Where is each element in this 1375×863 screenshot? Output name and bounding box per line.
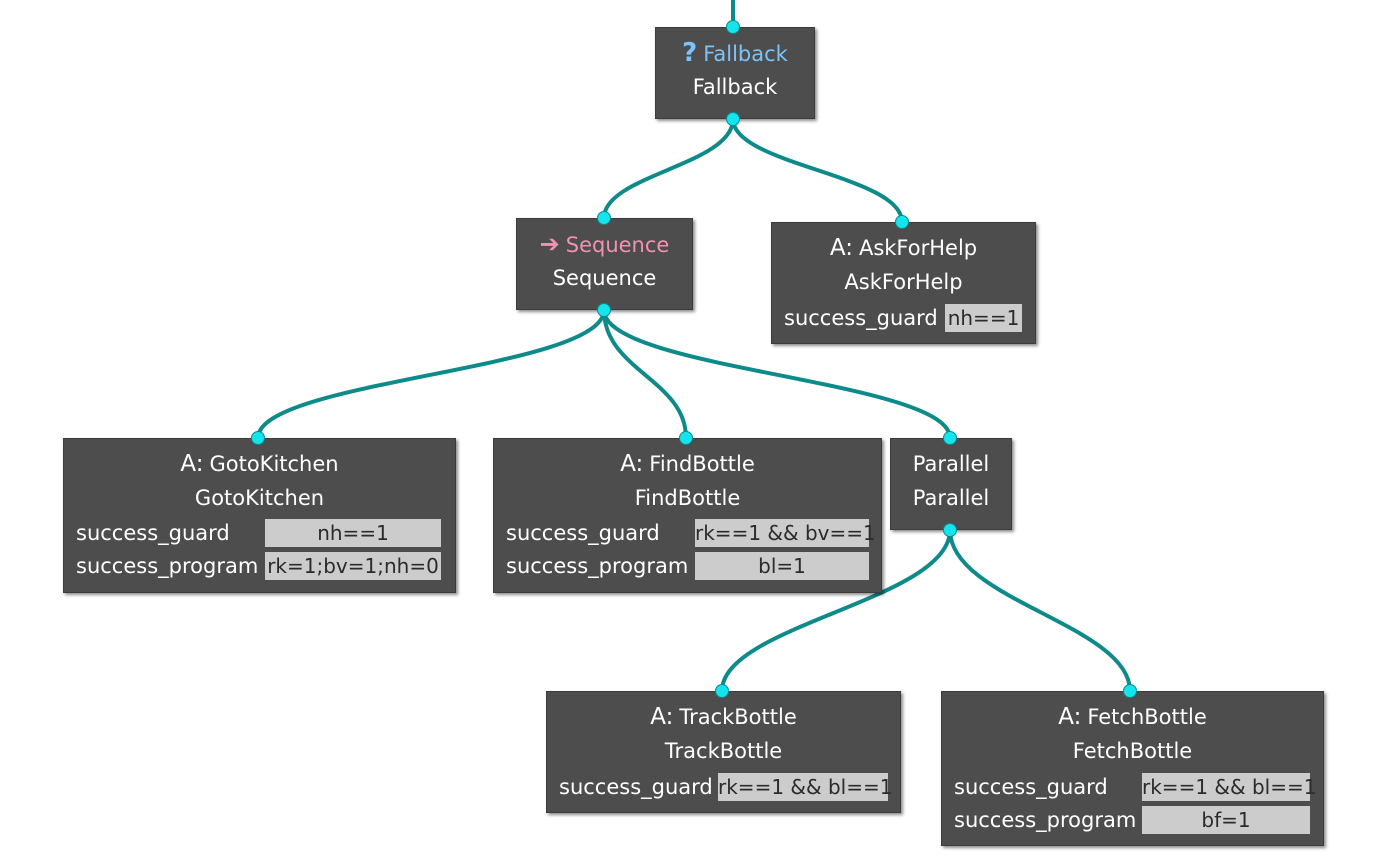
fetchbottle-type-label: FetchBottle xyxy=(1087,705,1207,729)
param-row: success_guard rk==1 && bl==1 xyxy=(559,773,893,801)
sequence-node[interactable]: ➔Sequence Sequence xyxy=(516,218,693,310)
fetchbottle-node-name: FetchBottle xyxy=(1072,739,1193,763)
askforhelp-input-port[interactable] xyxy=(895,215,909,229)
edge-parallel-fetchbottle xyxy=(948,528,1132,693)
param-row: success_program bl=1 xyxy=(506,552,869,580)
trackbottle-type-label: TrackBottle xyxy=(679,705,797,729)
gotokitchen-input-port[interactable] xyxy=(251,431,265,445)
trackbottle-node[interactable]: A:TrackBottle TrackBottle success_guard … xyxy=(546,691,901,813)
param-value[interactable]: rk=1;bv=1;nh=0 xyxy=(265,552,441,580)
param-row: success_program rk=1;bv=1;nh=0 xyxy=(76,552,443,580)
question-mark-icon: ? xyxy=(682,38,698,68)
sequence-input-port[interactable] xyxy=(597,211,611,225)
gotokitchen-node-name: GotoKitchen xyxy=(194,486,325,510)
param-value[interactable]: rk==1 && bl==1 xyxy=(1142,773,1317,801)
trackbottle-node-title: A:TrackBottle xyxy=(547,704,900,730)
findbottle-node-name: FindBottle xyxy=(634,486,741,510)
fetchbottle-node[interactable]: A:FetchBottle FetchBottle success_guard … xyxy=(941,691,1324,846)
param-label: success_program xyxy=(506,554,689,578)
param-label: success_guard xyxy=(506,521,660,545)
param-label: success_guard xyxy=(954,775,1108,799)
findbottle-type-label: FindBottle xyxy=(649,452,755,476)
parallel-type-label: Parallel xyxy=(912,452,990,476)
param-row: success_guard nh==1 xyxy=(76,519,443,547)
edge-fallback-sequence xyxy=(602,117,735,220)
edge-fallback-askforhelp xyxy=(731,117,904,224)
edge-sequence-parallel xyxy=(602,308,952,440)
askforhelp-node[interactable]: A:AskForHelp AskForHelp success_guard nh… xyxy=(771,222,1036,344)
askforhelp-type-label: AskForHelp xyxy=(858,236,978,260)
askforhelp-node-name: AskForHelp xyxy=(844,270,963,294)
parallel-node-name: Parallel xyxy=(912,486,990,510)
action-icon: A: xyxy=(829,235,853,261)
edge-parallel-trackbottle xyxy=(720,528,952,693)
edge-sequence-gotokitchen xyxy=(256,308,606,440)
param-value[interactable]: rk==1 && bv==1 xyxy=(695,519,876,547)
askforhelp-node-title: A:AskForHelp xyxy=(772,235,1035,261)
action-icon: A: xyxy=(180,451,204,477)
parallel-node[interactable]: Parallel Parallel xyxy=(890,438,1012,530)
param-row: success_guard nh==1 xyxy=(784,304,1023,332)
trackbottle-input-port[interactable] xyxy=(715,684,729,698)
fallback-output-port[interactable] xyxy=(726,112,740,126)
param-value[interactable]: bf=1 xyxy=(1142,806,1310,834)
action-icon: A: xyxy=(650,704,674,730)
action-icon: A: xyxy=(1058,704,1082,730)
fetchbottle-node-title: A:FetchBottle xyxy=(942,704,1323,730)
sequence-type-label: Sequence xyxy=(565,233,670,257)
findbottle-node[interactable]: A:FindBottle FindBottle success_guard rk… xyxy=(493,438,882,593)
sequence-node-title: ➔Sequence xyxy=(517,231,692,258)
param-row: success_guard rk==1 && bl==1 xyxy=(954,773,1317,801)
param-value[interactable]: nh==1 xyxy=(945,304,1022,332)
param-value[interactable]: rk==1 && bl==1 xyxy=(718,773,893,801)
param-label: success_guard xyxy=(784,306,938,330)
sequence-node-name: Sequence xyxy=(552,266,657,290)
fallback-node[interactable]: ?Fallback Fallback xyxy=(655,27,815,119)
fallback-node-title: ?Fallback xyxy=(656,40,814,67)
arrow-right-icon: ➔ xyxy=(539,230,560,258)
fallback-node-name: Fallback xyxy=(692,75,778,99)
param-value[interactable]: nh==1 xyxy=(265,519,441,547)
parallel-input-port[interactable] xyxy=(943,431,957,445)
findbottle-node-title: A:FindBottle xyxy=(494,451,881,477)
parallel-output-port[interactable] xyxy=(943,523,957,537)
param-label: success_guard xyxy=(76,521,230,545)
edge-sequence-findbottle xyxy=(602,308,688,440)
gotokitchen-type-label: GotoKitchen xyxy=(209,452,339,476)
fetchbottle-input-port[interactable] xyxy=(1123,684,1137,698)
fallback-type-label: Fallback xyxy=(703,42,788,66)
sequence-output-port[interactable] xyxy=(597,303,611,317)
action-icon: A: xyxy=(620,451,644,477)
gotokitchen-node-title: A:GotoKitchen xyxy=(64,451,455,477)
param-row: success_guard rk==1 && bv==1 xyxy=(506,519,876,547)
trackbottle-node-name: TrackBottle xyxy=(664,739,783,763)
param-value[interactable]: bl=1 xyxy=(695,552,869,580)
param-label: success_program xyxy=(954,808,1137,832)
findbottle-input-port[interactable] xyxy=(679,431,693,445)
param-label: success_guard xyxy=(559,775,713,799)
fallback-input-port[interactable] xyxy=(726,20,740,34)
param-label: success_program xyxy=(76,554,259,578)
param-row: success_program bf=1 xyxy=(954,806,1311,834)
gotokitchen-node[interactable]: A:GotoKitchen GotoKitchen success_guard … xyxy=(63,438,456,593)
